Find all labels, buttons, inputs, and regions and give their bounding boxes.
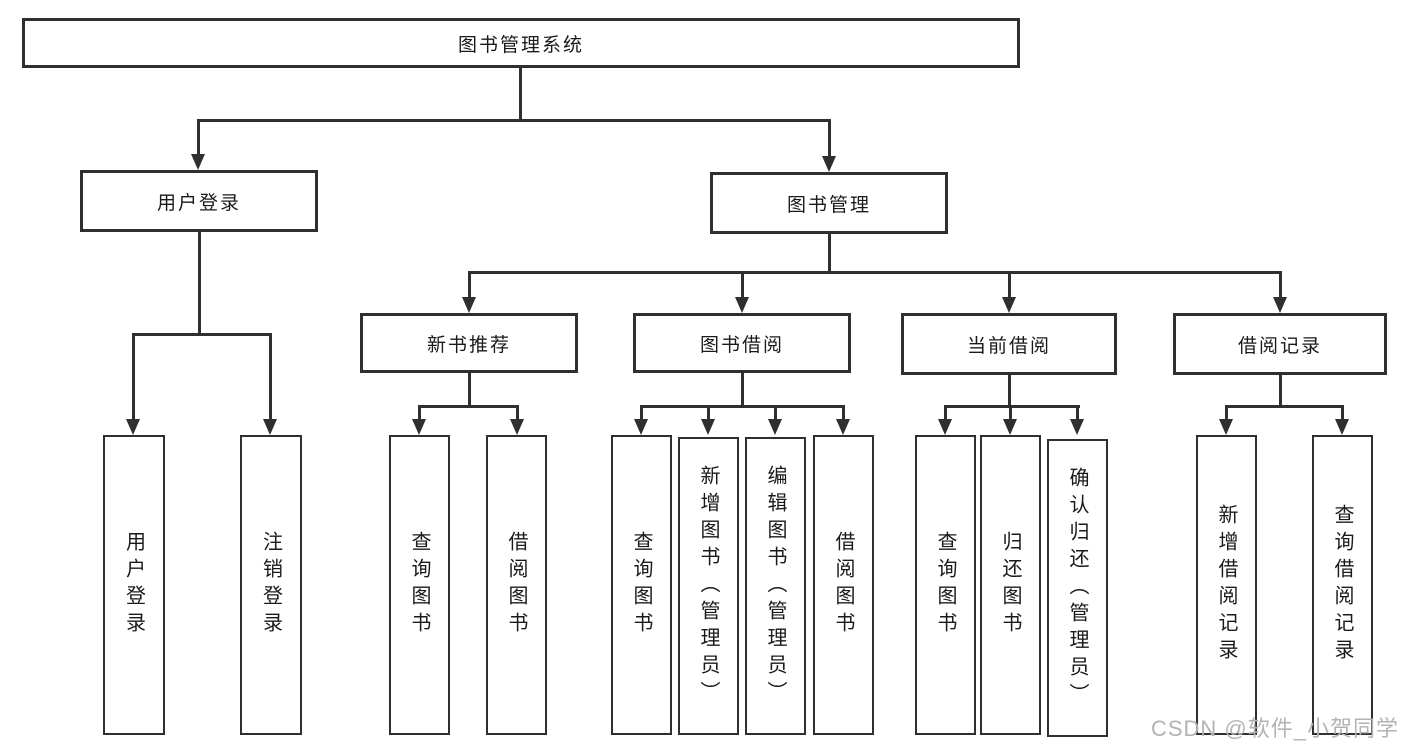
leaf-add-borrow-record-label: 新增借阅记录 xyxy=(1215,504,1237,666)
leaf-user-login: 用户登录 xyxy=(103,435,165,735)
leaf-query-books-current: 查询图书 xyxy=(915,435,976,735)
node-library-system: 图书管理系统 xyxy=(22,18,1020,68)
arrowhead-down-icon xyxy=(938,419,952,435)
connector-line xyxy=(1225,405,1228,421)
connector-line xyxy=(944,405,1080,408)
leaf-borrow-books-label: 借阅图书 xyxy=(832,531,854,639)
arrowhead-down-icon xyxy=(191,154,205,170)
connector-line xyxy=(944,405,947,421)
leaf-query-books-borrowing-label: 查询图书 xyxy=(630,531,652,639)
connector-line xyxy=(1076,405,1079,421)
leaf-add-book-admin: 新增图书（管理员） xyxy=(678,437,739,735)
connector-line xyxy=(741,371,744,408)
node-user-login: 用户登录 xyxy=(80,170,318,232)
arrowhead-down-icon xyxy=(263,419,277,435)
arrowhead-down-icon xyxy=(412,419,426,435)
connector-line xyxy=(132,333,135,421)
node-current-borrowing: 当前借阅 xyxy=(901,313,1117,375)
arrowhead-down-icon xyxy=(1273,297,1287,313)
node-new-book-recommend: 新书推荐 xyxy=(360,313,578,373)
arrowhead-down-icon xyxy=(701,419,715,435)
arrowhead-down-icon xyxy=(836,419,850,435)
node-borrow-records-label: 借阅记录 xyxy=(1237,335,1322,357)
leaf-edit-book-admin-label: 编辑图书（管理员） xyxy=(764,464,786,708)
connector-line xyxy=(1279,373,1282,408)
connector-line xyxy=(519,66,522,120)
arrowhead-down-icon xyxy=(126,419,140,435)
leaf-query-books-recommend-label: 查询图书 xyxy=(408,531,430,639)
leaf-return-book: 归还图书 xyxy=(980,435,1041,735)
connector-line xyxy=(1279,271,1282,299)
connector-line xyxy=(1009,405,1012,421)
leaf-query-borrow-record: 查询借阅记录 xyxy=(1312,435,1373,735)
leaf-logout-login: 注销登录 xyxy=(240,435,302,735)
connector-line xyxy=(640,405,643,421)
leaf-user-login-label: 用户登录 xyxy=(122,531,145,639)
connector-line xyxy=(828,119,831,159)
leaf-confirm-return-admin-label: 确认归还（管理员） xyxy=(1066,466,1088,710)
arrowhead-down-icon xyxy=(462,297,476,313)
connector-line xyxy=(468,271,1282,274)
connector-line xyxy=(516,405,519,421)
connector-line xyxy=(1341,405,1344,421)
connector-line xyxy=(197,119,200,157)
node-current-borrowing-label: 当前借阅 xyxy=(966,335,1051,357)
arrowhead-down-icon xyxy=(1003,419,1017,435)
arrowhead-down-icon xyxy=(822,156,836,172)
connector-line xyxy=(1008,271,1011,299)
node-library-system-label: 图书管理系统 xyxy=(457,34,584,56)
leaf-borrow-books-recommend-label: 借阅图书 xyxy=(505,531,527,639)
leaf-query-books-borrowing: 查询图书 xyxy=(611,435,672,735)
leaf-confirm-return-admin: 确认归还（管理员） xyxy=(1047,439,1108,737)
connector-line xyxy=(468,371,471,408)
arrowhead-down-icon xyxy=(1219,419,1233,435)
connector-line xyxy=(269,333,272,421)
node-borrow-records: 借阅记录 xyxy=(1173,313,1387,375)
connector-line xyxy=(1225,405,1344,408)
leaf-borrow-books: 借阅图书 xyxy=(813,435,874,735)
connector-line xyxy=(640,405,845,408)
connector-line xyxy=(707,405,710,421)
arrowhead-down-icon xyxy=(1002,297,1016,313)
connector-line xyxy=(468,271,471,299)
arrowhead-down-icon xyxy=(735,297,749,313)
connector-line xyxy=(741,271,744,299)
leaf-query-books-current-label: 查询图书 xyxy=(934,531,956,639)
node-user-login-label: 用户登录 xyxy=(156,192,241,214)
node-book-borrowing: 图书借阅 xyxy=(633,313,851,373)
arrowhead-down-icon xyxy=(1335,419,1349,435)
arrowhead-down-icon xyxy=(1070,419,1084,435)
leaf-query-borrow-record-label: 查询借阅记录 xyxy=(1331,504,1353,666)
connector-line xyxy=(774,405,777,421)
leaf-logout-login-label: 注销登录 xyxy=(259,531,282,639)
node-new-book-recommend-label: 新书推荐 xyxy=(426,334,511,356)
leaf-add-book-admin-label: 新增图书（管理员） xyxy=(697,464,719,708)
arrowhead-down-icon xyxy=(510,419,524,435)
node-book-management-label: 图书管理 xyxy=(786,194,871,216)
leaf-query-books-recommend: 查询图书 xyxy=(389,435,450,735)
connector-line xyxy=(828,232,831,274)
connector-line xyxy=(198,230,201,336)
leaf-edit-book-admin: 编辑图书（管理员） xyxy=(745,437,806,735)
leaf-add-borrow-record: 新增借阅记录 xyxy=(1196,435,1257,735)
connector-line xyxy=(1008,373,1011,408)
connector-line xyxy=(132,333,272,336)
node-book-management: 图书管理 xyxy=(710,172,948,234)
connector-line xyxy=(842,405,845,421)
connector-line xyxy=(418,405,519,408)
connector-line xyxy=(197,119,831,122)
arrowhead-down-icon xyxy=(634,419,648,435)
arrowhead-down-icon xyxy=(768,419,782,435)
node-book-borrowing-label: 图书借阅 xyxy=(699,334,784,356)
connector-line xyxy=(418,405,421,421)
leaf-borrow-books-recommend: 借阅图书 xyxy=(486,435,547,735)
leaf-return-book-label: 归还图书 xyxy=(999,531,1021,639)
